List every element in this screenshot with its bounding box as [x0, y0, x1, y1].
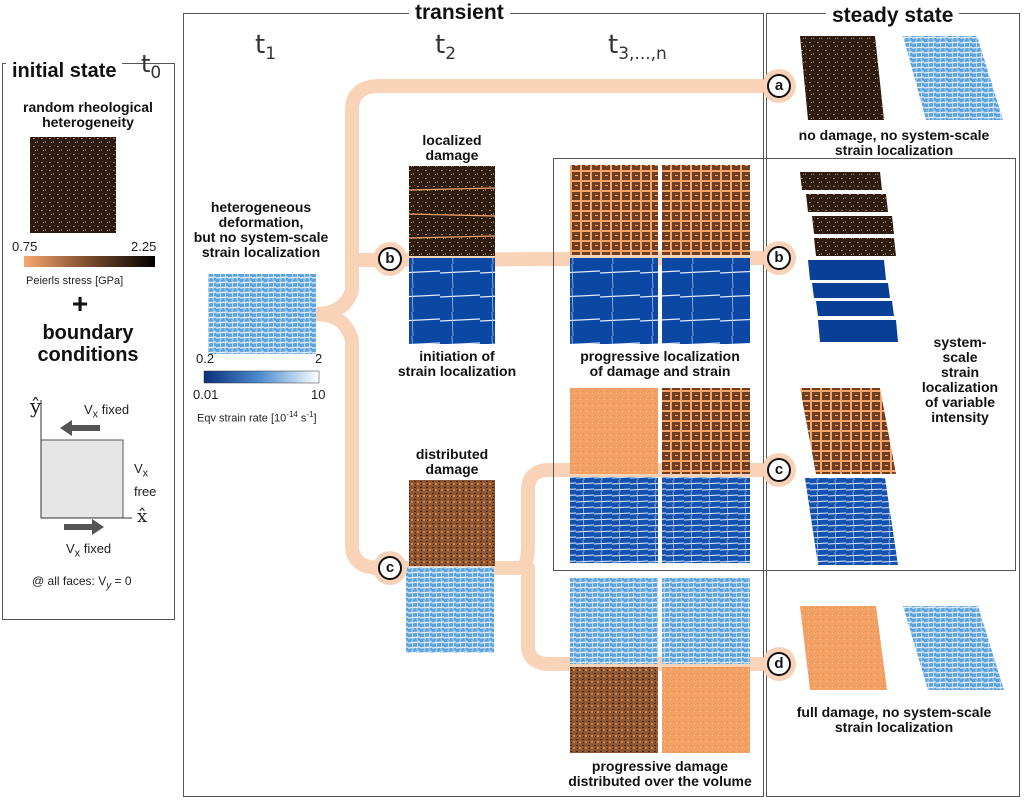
- steady-b-strain-blocks: [808, 260, 898, 342]
- progressive-damage-label: progressive damage distributed over the …: [568, 758, 752, 789]
- localization-frame: [553, 158, 1016, 571]
- steady-d-damage-tile: [800, 606, 887, 690]
- full-damage-label: full damage, no system-scale strain loca…: [796, 704, 992, 735]
- y-axis-label: ŷ: [30, 394, 42, 418]
- strain-top-max: 2: [315, 351, 323, 366]
- t3-c-damage-tile-2: [662, 388, 750, 474]
- strain-bot-max: 10: [311, 387, 326, 402]
- t3-d-strain-tile-2: [662, 578, 750, 664]
- branch-c: [309, 307, 507, 575]
- t2-label: t2: [435, 30, 457, 65]
- arrow-right-icon: [64, 519, 104, 535]
- peierls-colorbar: [24, 256, 155, 267]
- progressive-localization-label: progressive localization of damage and s…: [580, 348, 740, 379]
- t3-b-strain-tile-1: [570, 258, 658, 344]
- peierls-max: 2.25: [131, 239, 157, 254]
- t3-d-damage-tile-2: [662, 667, 750, 753]
- t2-distributed-damage-tile: [409, 480, 495, 566]
- peierls-min: 0.75: [12, 239, 38, 254]
- t3-c-strain-tile-1: [570, 477, 658, 563]
- strain-bot-min: 0.01: [193, 387, 219, 402]
- t1-strain-tile: [208, 274, 316, 354]
- t0-label: t0: [141, 50, 162, 83]
- steady-c-strain-tile: [805, 478, 898, 565]
- heterogeneity-label: random rheological heterogeneity: [23, 99, 153, 130]
- heterogeneous-deformation-label: heterogeneous deformation, but no system…: [193, 199, 329, 260]
- plus-sign: +: [71, 288, 89, 319]
- t3-c-damage-tile-1: [570, 388, 658, 474]
- node-a-right: a: [767, 74, 791, 98]
- t2-localized-damage-tile: [409, 166, 495, 256]
- distributed-damage-label: distributed damage: [415, 446, 489, 477]
- peierls-label: Peierls stress [GPa]: [26, 275, 124, 287]
- branch-d: [521, 561, 783, 671]
- steady-a-damage-tile: [800, 36, 884, 120]
- arrow-left-icon: [60, 420, 100, 436]
- t1-label: t1: [255, 30, 277, 65]
- initiation-label: initiation of strain localization: [397, 348, 517, 379]
- t3-b-damage-tile-2: [662, 165, 750, 255]
- no-damage-label: no damage, no system-scale strain locali…: [798, 127, 990, 158]
- node-c-left: c: [378, 556, 402, 580]
- transient-title: transient: [409, 1, 510, 25]
- node-b-right: b: [767, 246, 791, 270]
- t3-b-damage-tile-1: [570, 165, 658, 255]
- t3-b-strain-tile-2: [662, 258, 750, 344]
- steady-b-damage-blocks: [800, 172, 896, 256]
- steady-c-damage-tile: [800, 388, 896, 474]
- strain-top-min: 0.2: [196, 351, 215, 366]
- node-d-right: d: [767, 652, 791, 676]
- initial-heterogeneity-tile: [30, 137, 116, 233]
- t2-damage-lines: [408, 187, 496, 239]
- localized-damage-label: localized damage: [422, 132, 482, 163]
- steady-d-strain-tile: [903, 606, 1004, 690]
- strain-rate-label: Eqv strain rate [10-14 s-1]: [197, 410, 317, 425]
- steady-a-strain-tile: [903, 36, 1003, 120]
- vx-fixed-bottom: Vx fixed: [66, 541, 112, 560]
- faces-condition: @ all faces: Vy = 0: [32, 574, 132, 592]
- system-scale-label: system- scale strain localization of var…: [921, 334, 999, 425]
- t2-distributed-strain-tile: [406, 567, 494, 653]
- strain-colorbar: [203, 370, 320, 384]
- vx-fixed-top: Vx fixed: [84, 402, 130, 421]
- node-b-left: b: [378, 247, 402, 271]
- t3-d-strain-tile-1: [570, 578, 658, 664]
- t3n-label: t3,...,n: [608, 30, 667, 65]
- initial-state-title: initial state: [6, 59, 123, 83]
- t2-localization-initiation-tile: [409, 258, 495, 344]
- boundary-conditions-title: boundary conditions: [37, 322, 139, 366]
- x-axis-label: x̂: [137, 506, 148, 527]
- steady-state-title: steady state: [826, 4, 960, 28]
- t3-c-strain-tile-2: [662, 477, 750, 563]
- boundary-sketch: [40, 400, 132, 535]
- t3-d-damage-tile-1: [570, 667, 658, 753]
- node-c-right: c: [767, 458, 791, 482]
